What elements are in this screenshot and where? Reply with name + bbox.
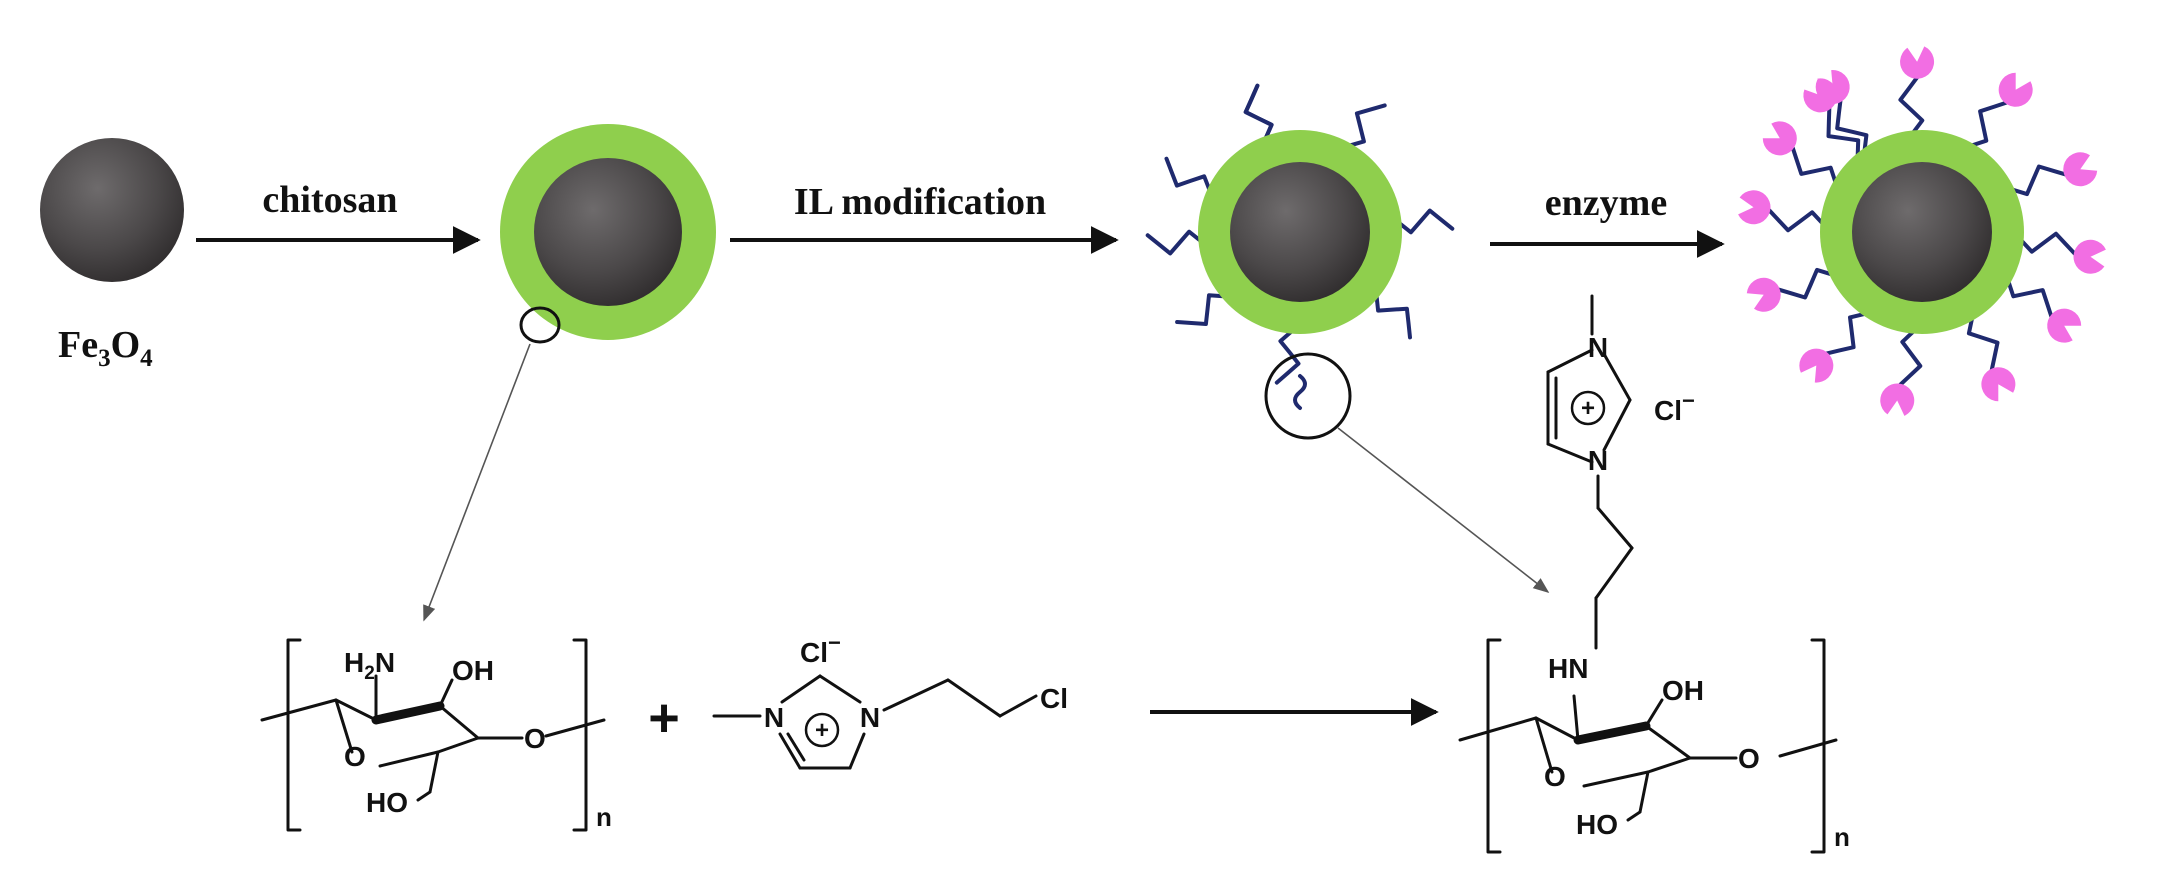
svg-text:N: N (1588, 332, 1608, 363)
il-chain (1970, 99, 2011, 148)
enzymes (1738, 46, 2106, 416)
svg-text:N: N (764, 702, 784, 733)
il-chain (1374, 294, 1412, 340)
svg-text:O: O (1544, 761, 1566, 792)
il-chain (1397, 208, 1455, 235)
chitosan-zoom-line (423, 343, 531, 622)
il-reagent: N N + Cl− Cl (712, 630, 1068, 770)
enzyme-icon (1799, 348, 1834, 383)
enzyme-icon (1900, 46, 1935, 79)
il-chain (1164, 156, 1212, 192)
enzyme-icon (2047, 308, 2082, 343)
il-chain (1774, 267, 1834, 300)
svg-text:HN: HN (1548, 653, 1588, 684)
enzyme-label: enzyme (1545, 182, 1667, 224)
il-chain (1243, 83, 1274, 140)
il-chain (2019, 231, 2079, 258)
svg-text:H2N: H2N (344, 647, 395, 684)
svg-text:O: O (524, 723, 546, 754)
enzyme-icon (1738, 190, 1771, 225)
svg-text:Cl−: Cl− (800, 630, 841, 668)
enzyme-icon (1981, 367, 2016, 402)
svg-text:N: N (860, 702, 880, 733)
svg-text:n: n (596, 802, 612, 832)
reaction-plus: + (648, 688, 680, 748)
il-zoom-circle (1264, 352, 1352, 440)
enzyme-icon (2063, 152, 2098, 187)
il-chain (1145, 229, 1203, 256)
il-zoom-line (1337, 427, 1550, 593)
il-chain (1765, 206, 1825, 233)
enzyme-icon (1762, 121, 1797, 156)
svg-text:OH: OH (452, 655, 494, 686)
il-chain (1348, 103, 1387, 148)
il-chain (2010, 164, 2070, 197)
il-chain (1274, 329, 1301, 385)
product-monomer: n HN OH O O HO (1458, 638, 1850, 854)
il-chain (1822, 311, 1867, 357)
enzyme-icon (1815, 70, 1850, 105)
product-imidazolium: + N N Cl− (1546, 294, 1695, 650)
fe3o4-core (40, 138, 184, 282)
enzyme-icon (1746, 277, 1781, 312)
il-modification-label: IL modification (794, 181, 1046, 223)
chitosan-particle-core (534, 158, 682, 306)
enzyme-chains (1765, 73, 2079, 389)
fe3o4-label: Fe3O4 (58, 324, 153, 372)
il-particle-core (1230, 162, 1370, 302)
enzyme-icon (1998, 72, 2033, 107)
chitosan-label: chitosan (262, 179, 397, 221)
il-chain (1175, 293, 1226, 326)
enzyme-icon (1880, 383, 1915, 416)
chitosan-zoom-circle (519, 306, 561, 344)
svg-text:OH: OH (1662, 675, 1704, 706)
svg-text:HO: HO (366, 787, 408, 818)
svg-text:Cl: Cl (1040, 683, 1068, 714)
svg-text:O: O (1738, 743, 1760, 774)
il-chains (1145, 83, 1455, 385)
svg-text:n: n (1834, 822, 1850, 852)
il-zoom-squiggle (1293, 374, 1307, 410)
svg-text:HO: HO (1576, 809, 1618, 840)
il-chain (1966, 316, 2000, 375)
svg-text:+: + (1581, 395, 1595, 422)
il-chain (2006, 280, 2055, 321)
chitosan-monomer: n H2N OH O O HO (260, 638, 612, 832)
il-chain (1789, 143, 1838, 184)
svg-text:Cl−: Cl− (1654, 388, 1695, 426)
svg-text:N: N (1588, 445, 1608, 476)
il-chain (1898, 73, 1925, 135)
svg-text:O: O (344, 741, 366, 772)
il-chain (1826, 104, 1861, 158)
svg-text:+: + (815, 717, 829, 744)
il-chain (1835, 96, 1869, 153)
il-chain (1896, 329, 1923, 389)
enzyme-icon (2073, 239, 2106, 274)
enzyme-particle-core (1852, 162, 1992, 302)
